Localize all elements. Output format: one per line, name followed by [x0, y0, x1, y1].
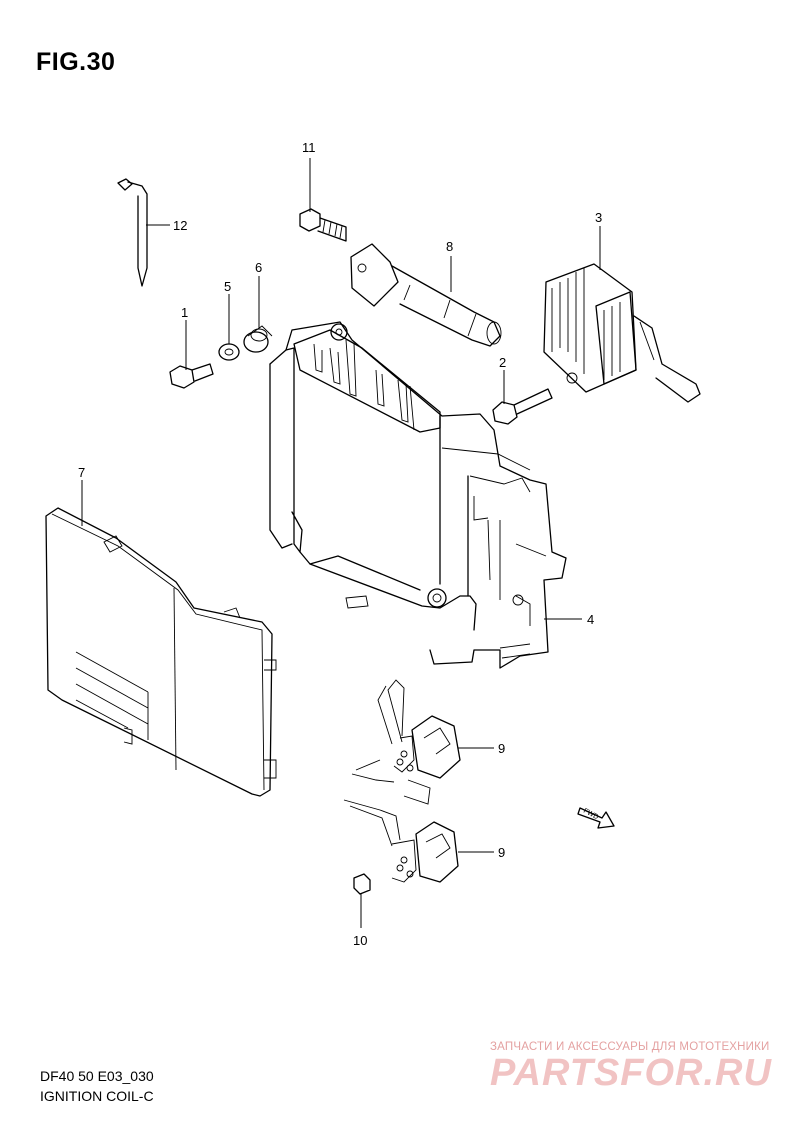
callout-9-upper: 9 [498, 741, 505, 756]
part-4-bracket [269, 321, 567, 669]
callout-5: 5 [224, 279, 231, 294]
callout-7: 7 [78, 465, 85, 480]
watermark-brand: PARTSFOR.RU [490, 1052, 772, 1094]
fwd-arrow-icon: FWD [577, 807, 615, 829]
callout-2: 2 [499, 355, 506, 370]
callout-12: 12 [173, 218, 187, 233]
part-12-cable-tie [117, 178, 148, 287]
callout-6: 6 [255, 260, 262, 275]
callout-9-lower: 9 [498, 845, 505, 860]
diagram-caption: IGNITION COIL-C [40, 1088, 154, 1104]
callout-4: 4 [587, 612, 594, 627]
part-2-bolt [492, 388, 553, 425]
leader-lines [81, 158, 601, 928]
part-9-module-lower [343, 799, 459, 883]
callout-10: 10 [353, 933, 367, 948]
part-7-cover [45, 507, 277, 797]
callout-3: 3 [595, 210, 602, 225]
part-5-washer [218, 343, 240, 361]
callout-1: 1 [181, 305, 188, 320]
part-6-grommet [243, 325, 273, 353]
part-1-bolt [169, 363, 214, 389]
part-11-bolt [299, 208, 347, 242]
watermark-tagline: ЗАПЧАСТИ И АКСЕССУАРЫ ДЛЯ МОТОТЕХНИКИ [490, 1041, 770, 1053]
part-8-ignition-coil [350, 243, 502, 347]
part-10-cap [353, 873, 371, 895]
callout-8: 8 [446, 239, 453, 254]
figure-title: FIG.30 [36, 48, 116, 76]
part-3-regulator [543, 263, 701, 403]
part-9-module-upper [351, 679, 461, 805]
diagram-code: DF40 50 E03_030 [40, 1068, 154, 1084]
callout-11: 11 [302, 140, 316, 155]
